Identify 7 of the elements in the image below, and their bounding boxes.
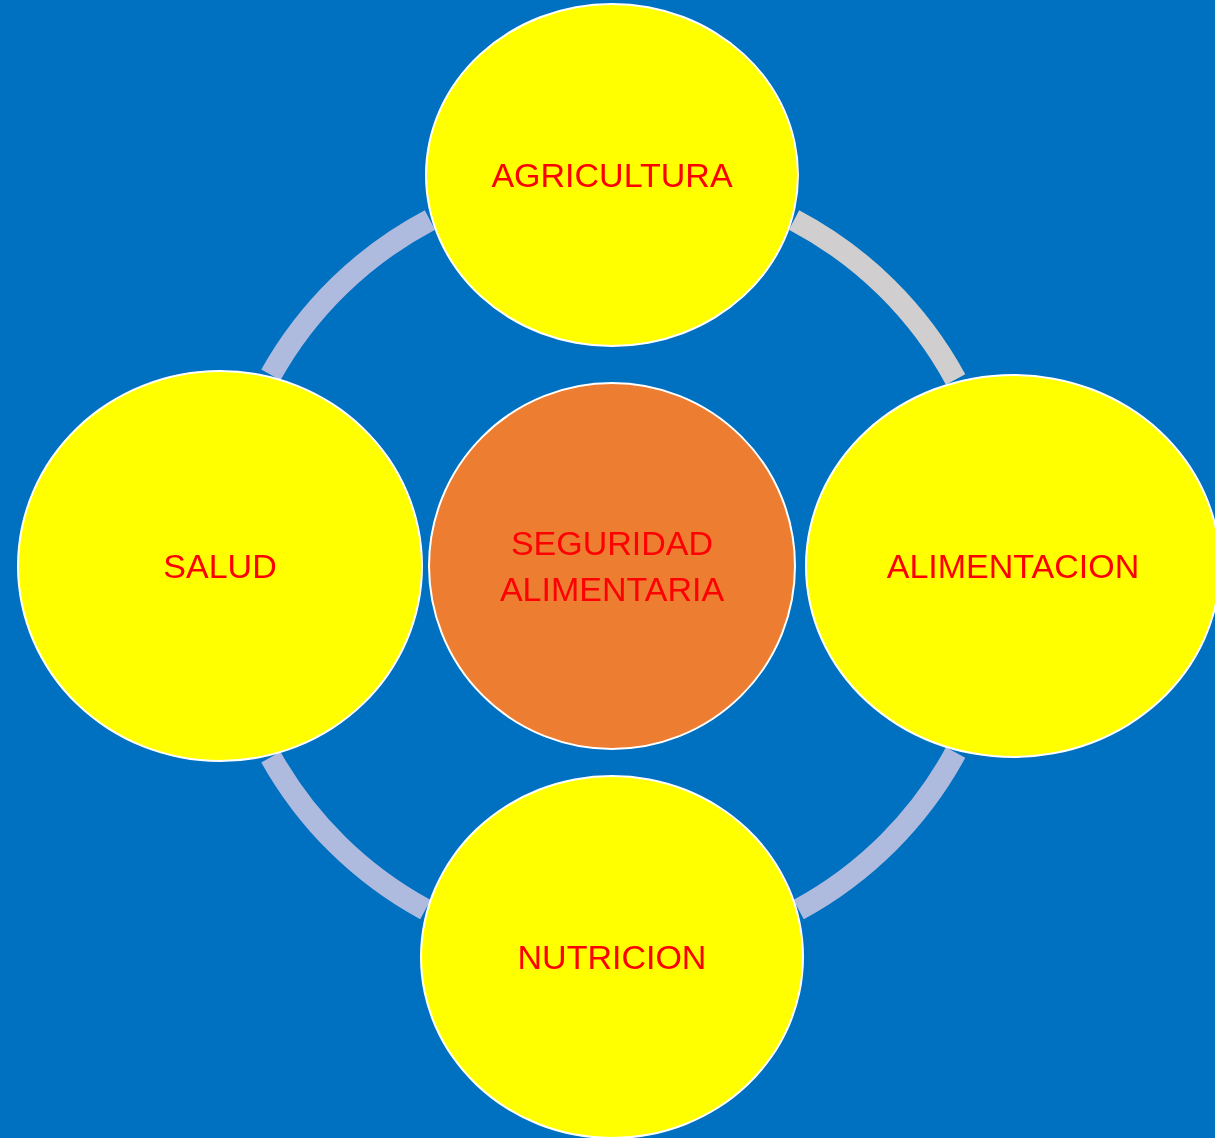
node-label: AGRICULTURA <box>491 155 733 196</box>
node-label: SEGURIDAD ALIMENTARIA <box>498 523 726 610</box>
node-label: NUTRICION <box>517 937 707 978</box>
node-label: SALUD <box>163 546 277 587</box>
ring-connector <box>261 210 436 381</box>
ring-connector <box>788 210 965 386</box>
node-label: ALIMENTACION <box>886 546 1140 587</box>
